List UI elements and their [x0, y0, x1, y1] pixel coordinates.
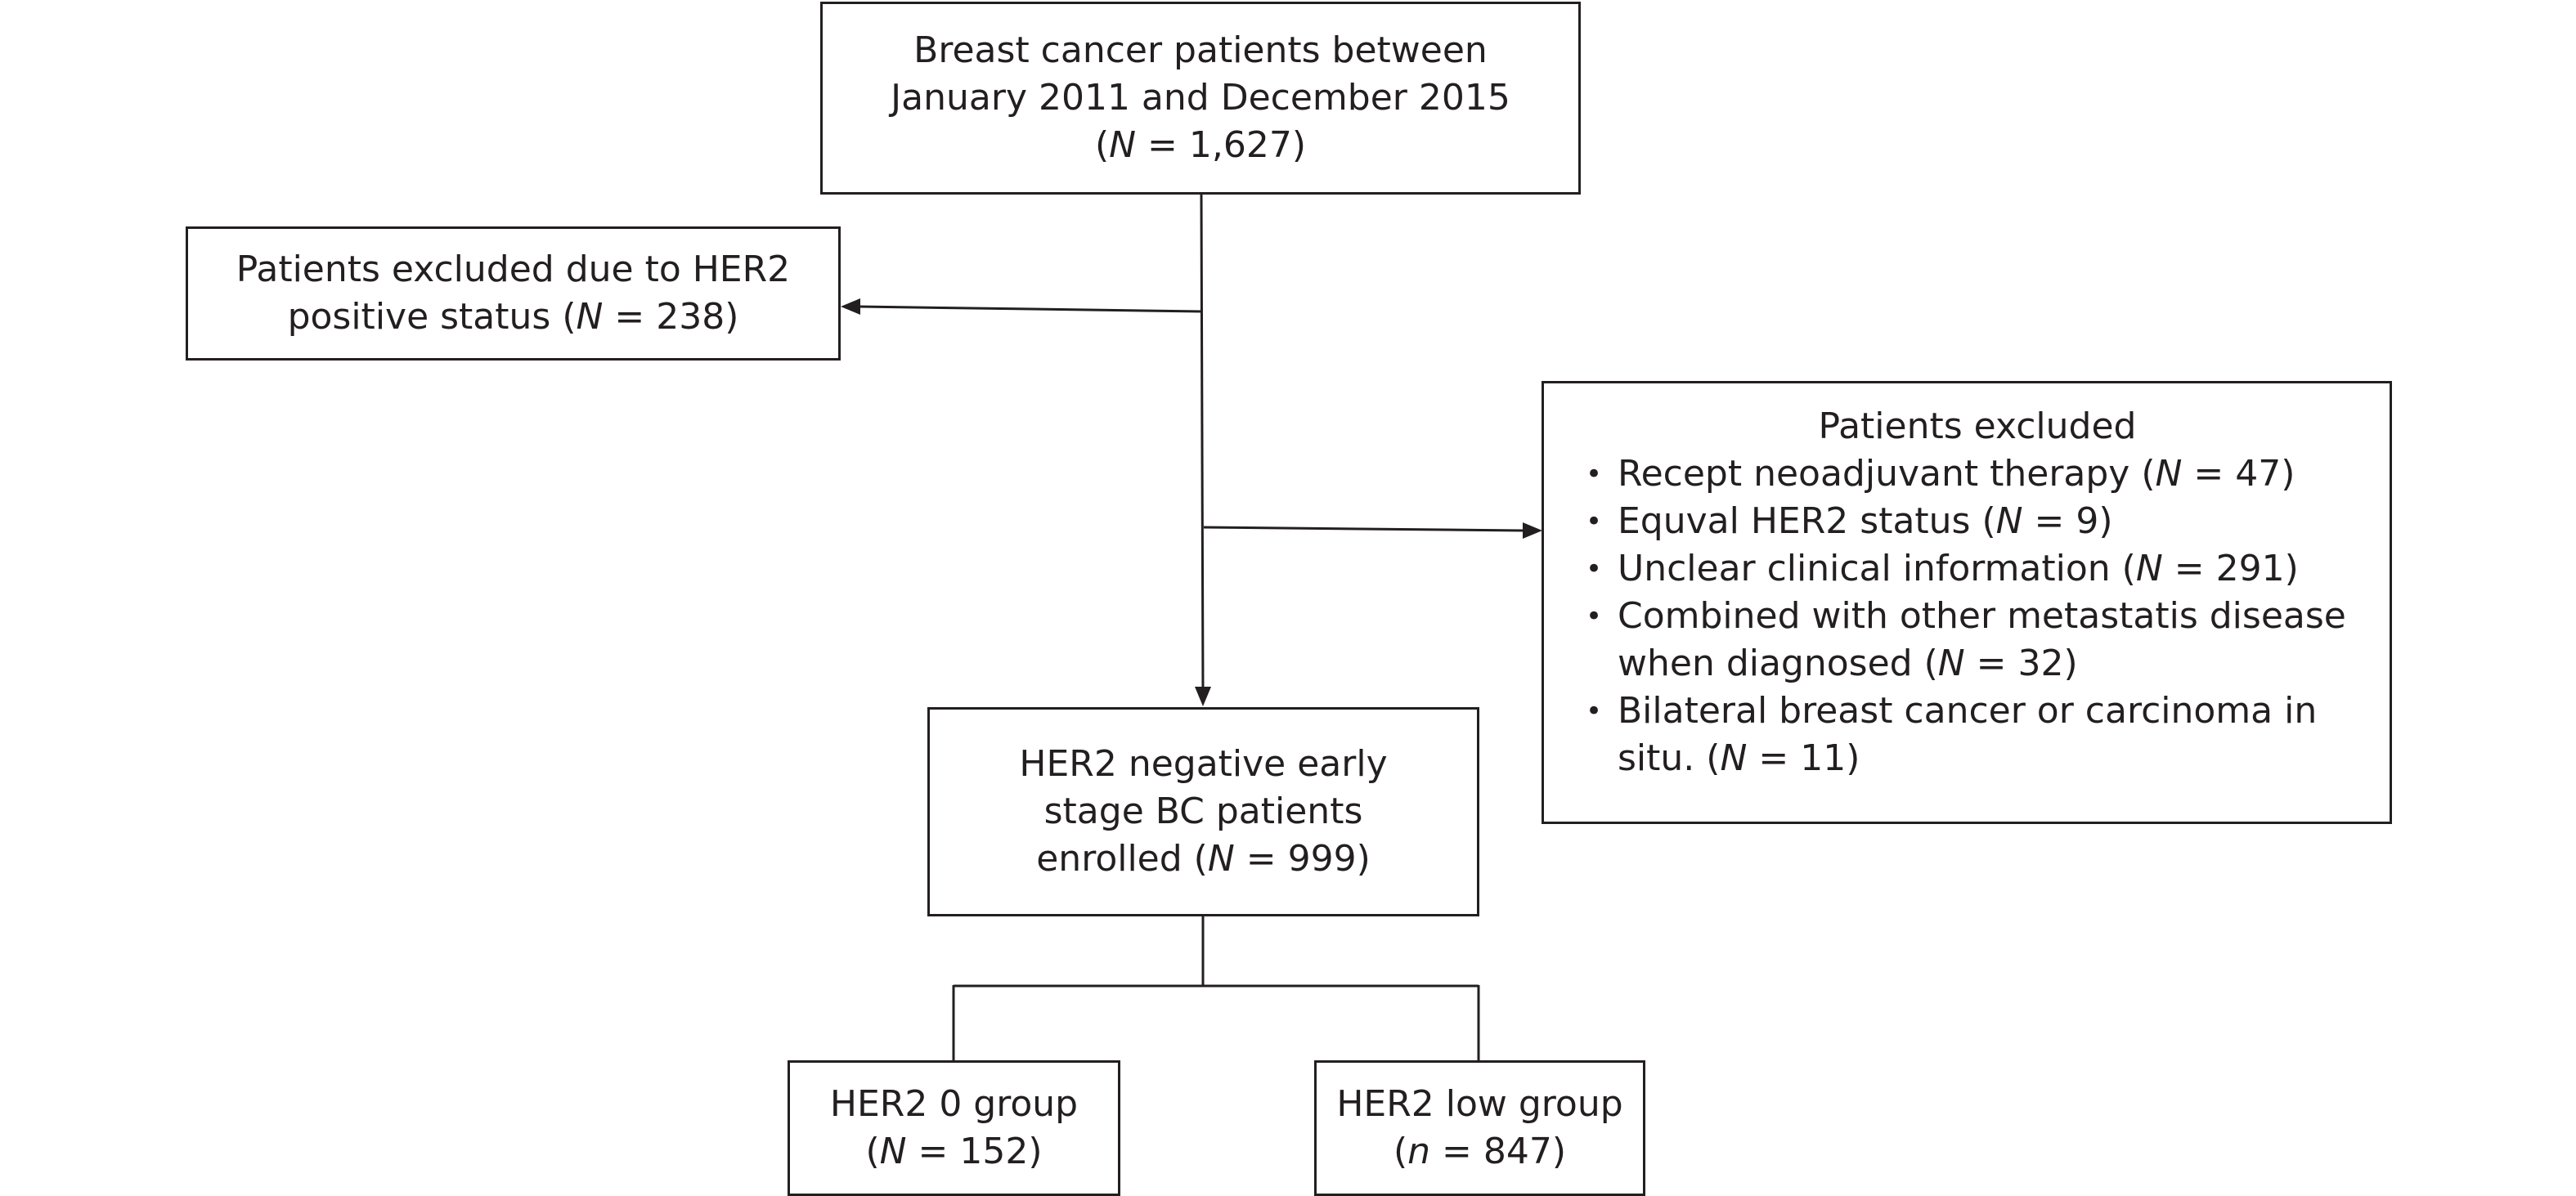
bullet-icon: • [1585, 458, 1603, 490]
excluded-reason-count-value: = 291) [2162, 548, 2299, 589]
patients-excluded-box: Patients excluded • Recept neoadjuvant th… [1542, 381, 2392, 824]
her2-low-count-var: n [1407, 1131, 1431, 1172]
excluded-reason-text: Unclear clinical information ( [1618, 548, 2136, 589]
excluded-arrowhead [1523, 522, 1542, 539]
enrolled-line-2: stage BC patients [1043, 791, 1363, 832]
her2-low-count-value: = 847) [1430, 1131, 1567, 1172]
her2-positive-branch-line [858, 305, 1202, 313]
enrolled-prefix: enrolled ( [1036, 838, 1208, 880]
her2-low-label: HER2 low group [1336, 1083, 1623, 1125]
source-population-box: Breast cancer patients between January 2… [820, 2, 1581, 195]
enrolled-line-1: HER2 negative early [1019, 743, 1388, 785]
source-count-value: = 1,627) [1136, 124, 1307, 166]
excluded-reason-text: Equval HER2 status ( [1618, 500, 1996, 542]
excluded-branch-line [1203, 526, 1524, 532]
her2-positive-count-value: = 238) [603, 296, 739, 338]
excluded-reason-count-value: = 47) [2182, 453, 2296, 495]
her2-positive-line-1: Patients excluded due to HER2 [236, 249, 791, 290]
her2-positive-line-2: positive status (N = 238) [288, 293, 739, 341]
excluded-reason-count-var: N [1995, 500, 2023, 542]
her2-zero-count-value: = 152) [906, 1131, 1043, 1172]
enrolled-box: HER2 negative early stage BC patients en… [927, 707, 1479, 916]
excluded-reason-count-var: N [2135, 548, 2163, 589]
excluded-reason-count-var: N [1720, 737, 1748, 779]
her2-low-group-box: HER2 low group (n = 847) [1314, 1060, 1645, 1196]
bullet-icon: • [1585, 600, 1603, 633]
excluded-reason-item: • Equval HER2 status (N = 9) [1582, 498, 2373, 545]
source-line-1: Breast cancer patients between [913, 29, 1488, 71]
excluded-reasons-list: •Recept neoadjuvant therapy (N = 47)•Equ… [1582, 450, 2373, 782]
her2-positive-excluded-box: Patients excluded due to HER2 positive s… [186, 226, 841, 361]
enrolled-count-value: = 999) [1234, 838, 1371, 880]
excluded-reason-item: • Bilateral breast cancer or carcinoma in… [1582, 688, 2373, 782]
her2-positive-prefix: positive status ( [287, 296, 577, 338]
excluded-reason-count-var: N [2155, 453, 2183, 495]
her2-zero-count-var: N [879, 1131, 907, 1172]
bullet-icon: • [1585, 553, 1603, 585]
her2-zero-group-box: HER2 0 group (N = 152) [788, 1060, 1120, 1196]
excluded-reason-item: • Combined with other metastatis disease w… [1582, 593, 2373, 688]
excluded-reason-count-value: = 9) [2022, 500, 2113, 542]
bullet-icon: • [1585, 505, 1603, 538]
excluded-reason-text: Combined with other metastatis disease [1618, 595, 2346, 637]
enrolled-line-3: enrolled (N = 999) [1036, 835, 1371, 883]
excluded-reason-text: situ. ( [1618, 737, 1721, 779]
excluded-reason-text: Bilateral breast cancer or carcinoma in [1618, 690, 2318, 732]
excluded-reason-item: • Unclear clinical information (N = 291) [1582, 545, 2373, 593]
source-line-2: January 2011 and December 2015 [891, 77, 1510, 119]
excluded-reason-count-value: = 32) [1964, 643, 2078, 684]
excluded-reason-count-value: = 11) [1747, 737, 1860, 779]
her2-zero-label: HER2 0 group [829, 1083, 1079, 1125]
excluded-reason-text: when diagnosed ( [1618, 643, 1938, 684]
bullet-icon: • [1585, 695, 1603, 728]
excluded-reason-item: • Recept neoadjuvant therapy (N = 47) [1582, 450, 2373, 498]
source-count-var: N [1109, 124, 1137, 166]
enrolled-arrowhead [1195, 687, 1211, 706]
excluded-title: Patients excluded [1818, 405, 2137, 447]
excluded-reason-text: Recept neoadjuvant therapy ( [1618, 453, 2156, 495]
her2-low-count: (n = 847) [1393, 1131, 1567, 1172]
her2-zero-count: (N = 152) [865, 1131, 1043, 1172]
excluded-reason-count-var: N [1937, 643, 1965, 684]
her2-positive-arrowhead [841, 298, 860, 315]
enrolled-count-var: N [1207, 838, 1235, 880]
source-count: (N = 1,627) [1094, 124, 1307, 166]
main-trunk-line [1200, 194, 1205, 694]
her2-positive-count-var: N [576, 296, 604, 338]
